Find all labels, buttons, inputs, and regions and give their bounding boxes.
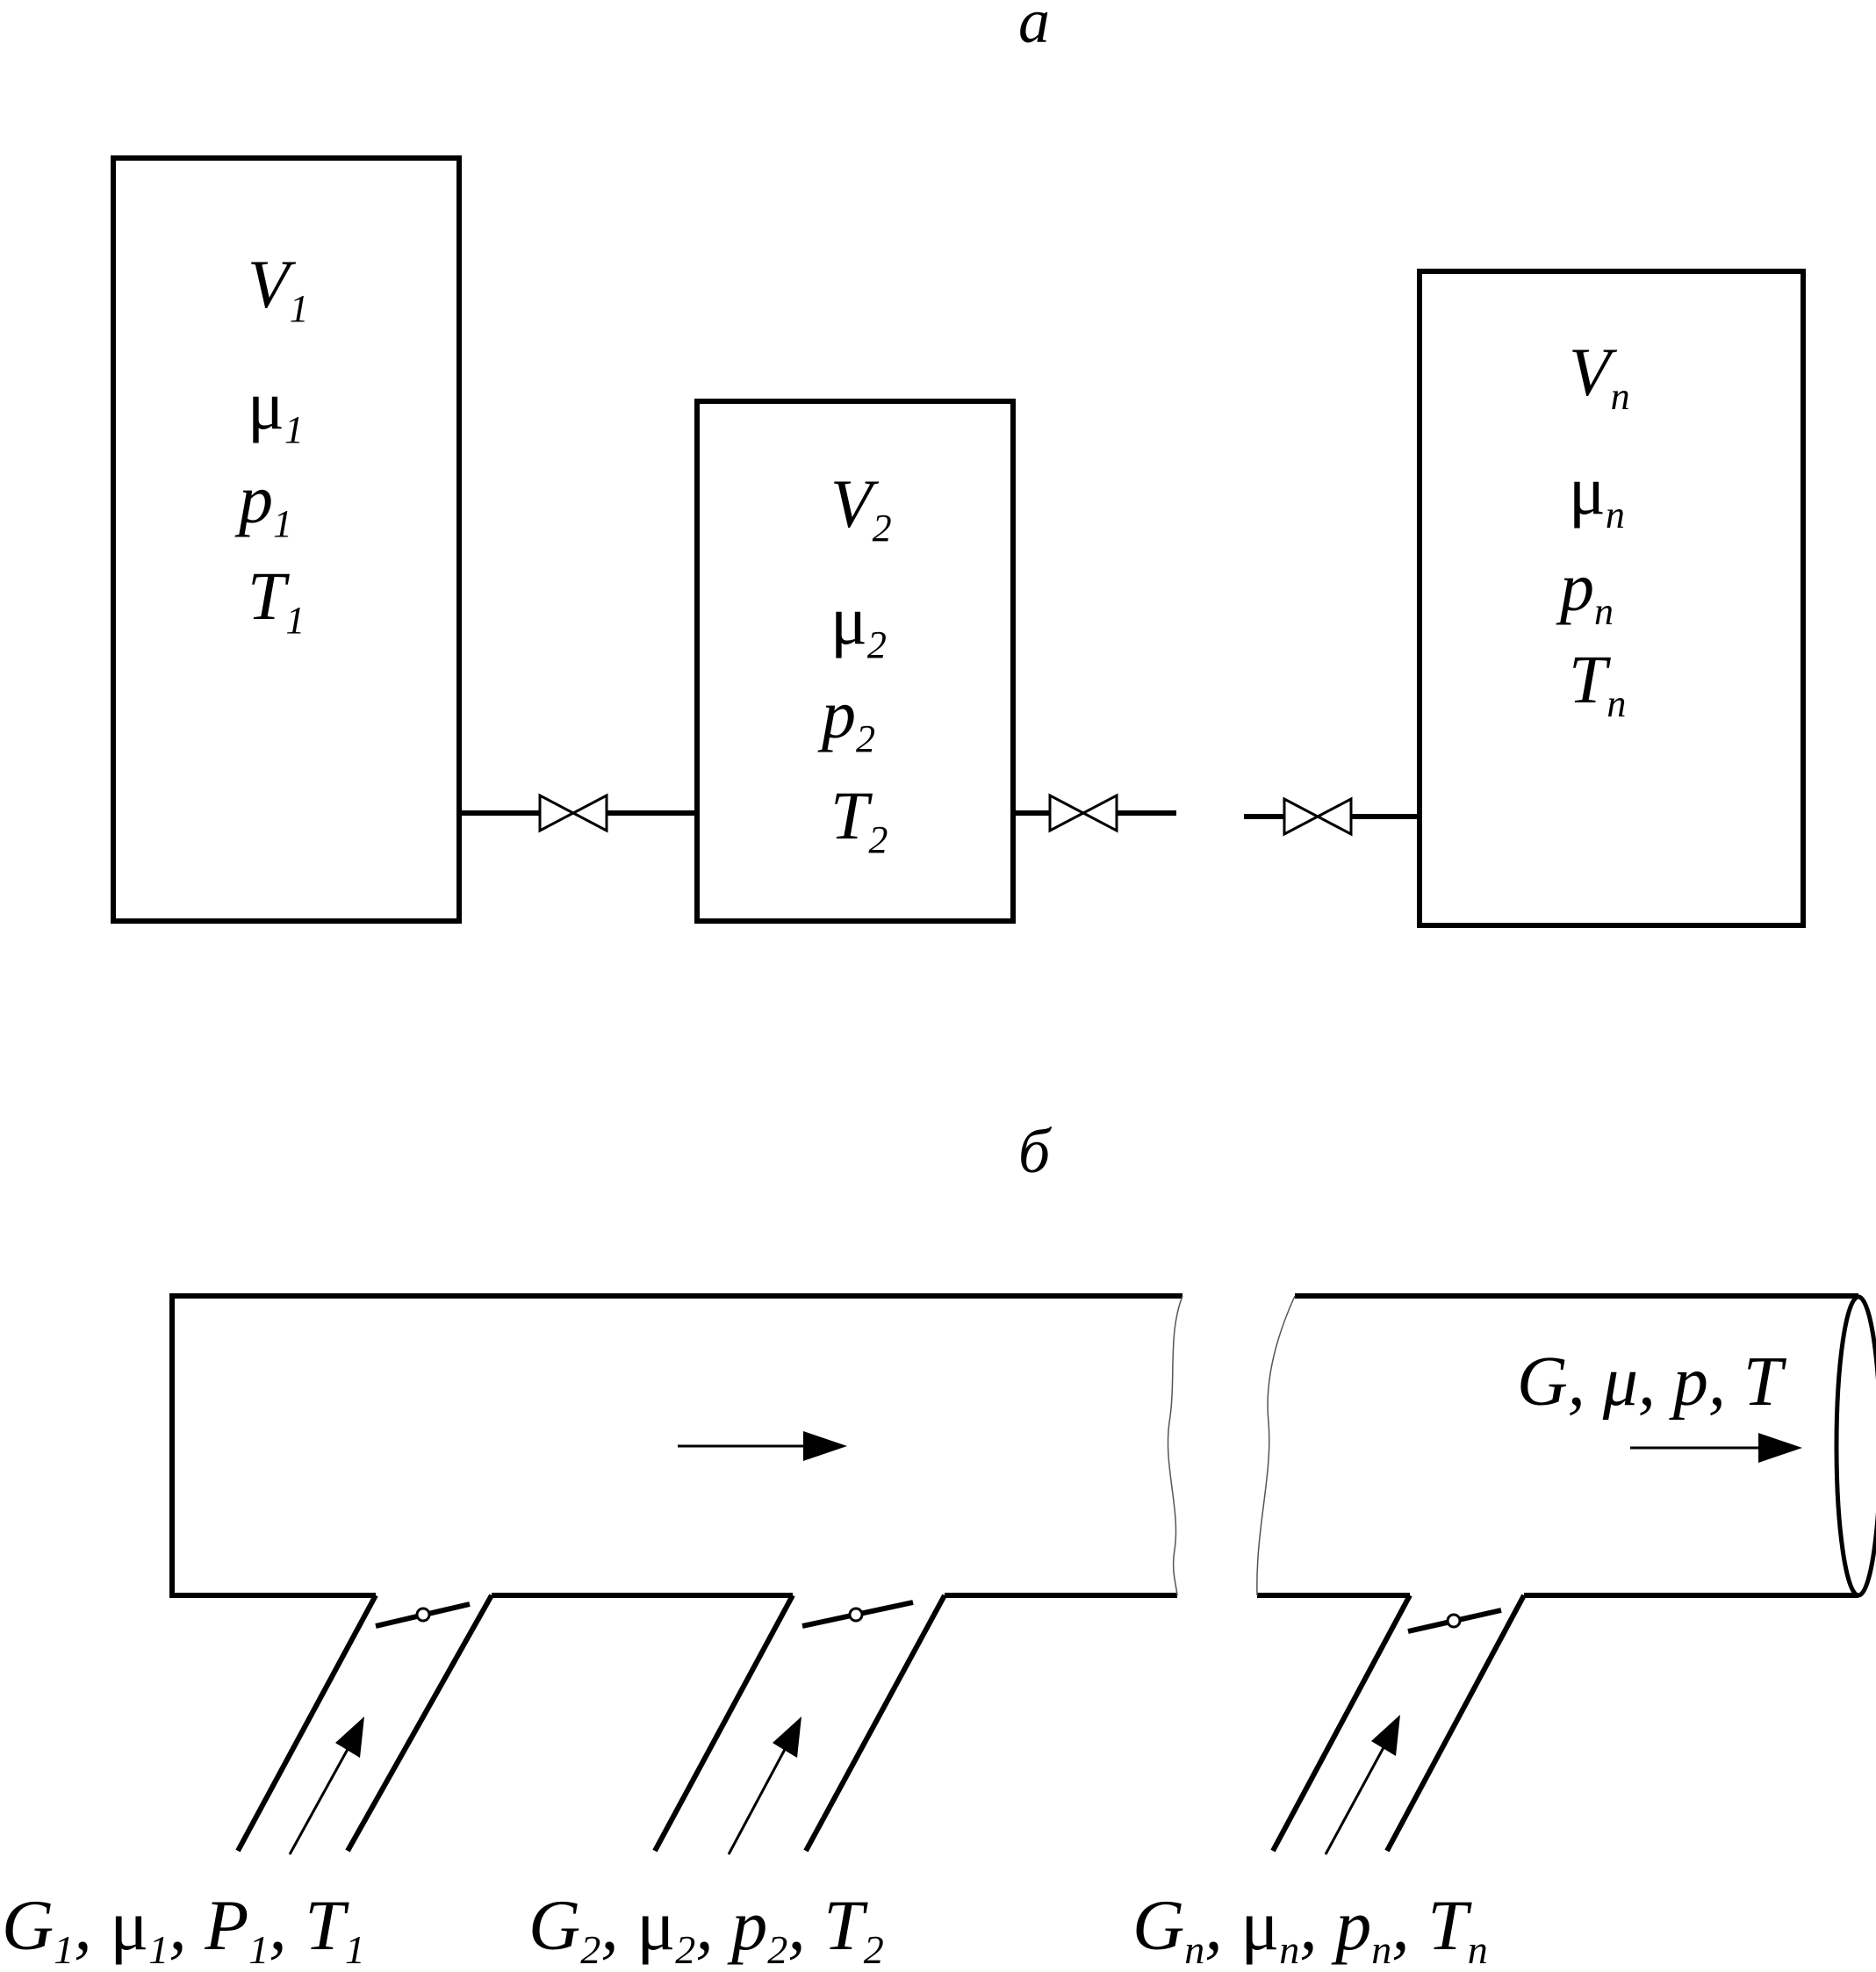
vessel-2-temperature: T2 [830,777,888,861]
vessel-n: Vn μn pn Tn [1417,269,1806,928]
flow-arrow-icon [678,1431,847,1461]
panel-a-label: а [1018,0,1050,56]
vessel-n-temperature: Tn [1569,641,1626,725]
outlet-flow-arrow-icon [1630,1433,1802,1463]
inlet-n-label: Gn, μn, pn, Tn [1132,1885,1488,1972]
vessel-1-pressure: p1 [234,461,292,545]
panel-b-label: б [1018,1116,1053,1186]
vessel-1-volume: V1 [248,246,309,330]
vessel-2: V2 μ2 p2 T2 [694,399,1016,924]
vessel-2-volume: V2 [830,465,892,550]
valve-icon [538,793,608,833]
valve-icon [1283,796,1353,837]
inlet-pipe-1 [235,1594,494,1853]
main-pipe-left [169,1293,1183,1598]
inlet-arrow-icon [1324,1715,1400,1855]
damper-icon [375,1601,471,1629]
vessel-1: V1 μ1 p1 T1 [111,155,462,924]
main-pipe-right [1256,1293,1876,1598]
outlet-label: G, μ, p, T [1517,1343,1787,1421]
vessel-2-molar-mass: μ2 [830,582,887,666]
vessel-1-molar-mass: μ1 [248,367,304,451]
inlet-arrow-icon [727,1717,801,1855]
inlet-pipe-2 [652,1594,947,1853]
vessel-n-molar-mass: μn [1569,452,1625,536]
vessel-n-pressure: pn [1556,549,1614,633]
vessel-n-volume: Vn [1569,334,1630,418]
pipe-outlet-ellipse [1834,1294,1876,1598]
damper-icon [801,1600,914,1629]
damper-icon [1407,1608,1502,1634]
inlet-1-label: G1, μ1, P1, T1 [2,1885,365,1972]
vessel-2-pressure: p2 [817,676,875,760]
vessel-1-temperature: T1 [248,558,305,642]
inlet-2-label: G2, μ2, p2, T2 [528,1885,884,1972]
inlet-arrow-icon [288,1717,364,1855]
inlet-pipe-n [1270,1594,1527,1853]
valve-icon [1048,793,1118,833]
